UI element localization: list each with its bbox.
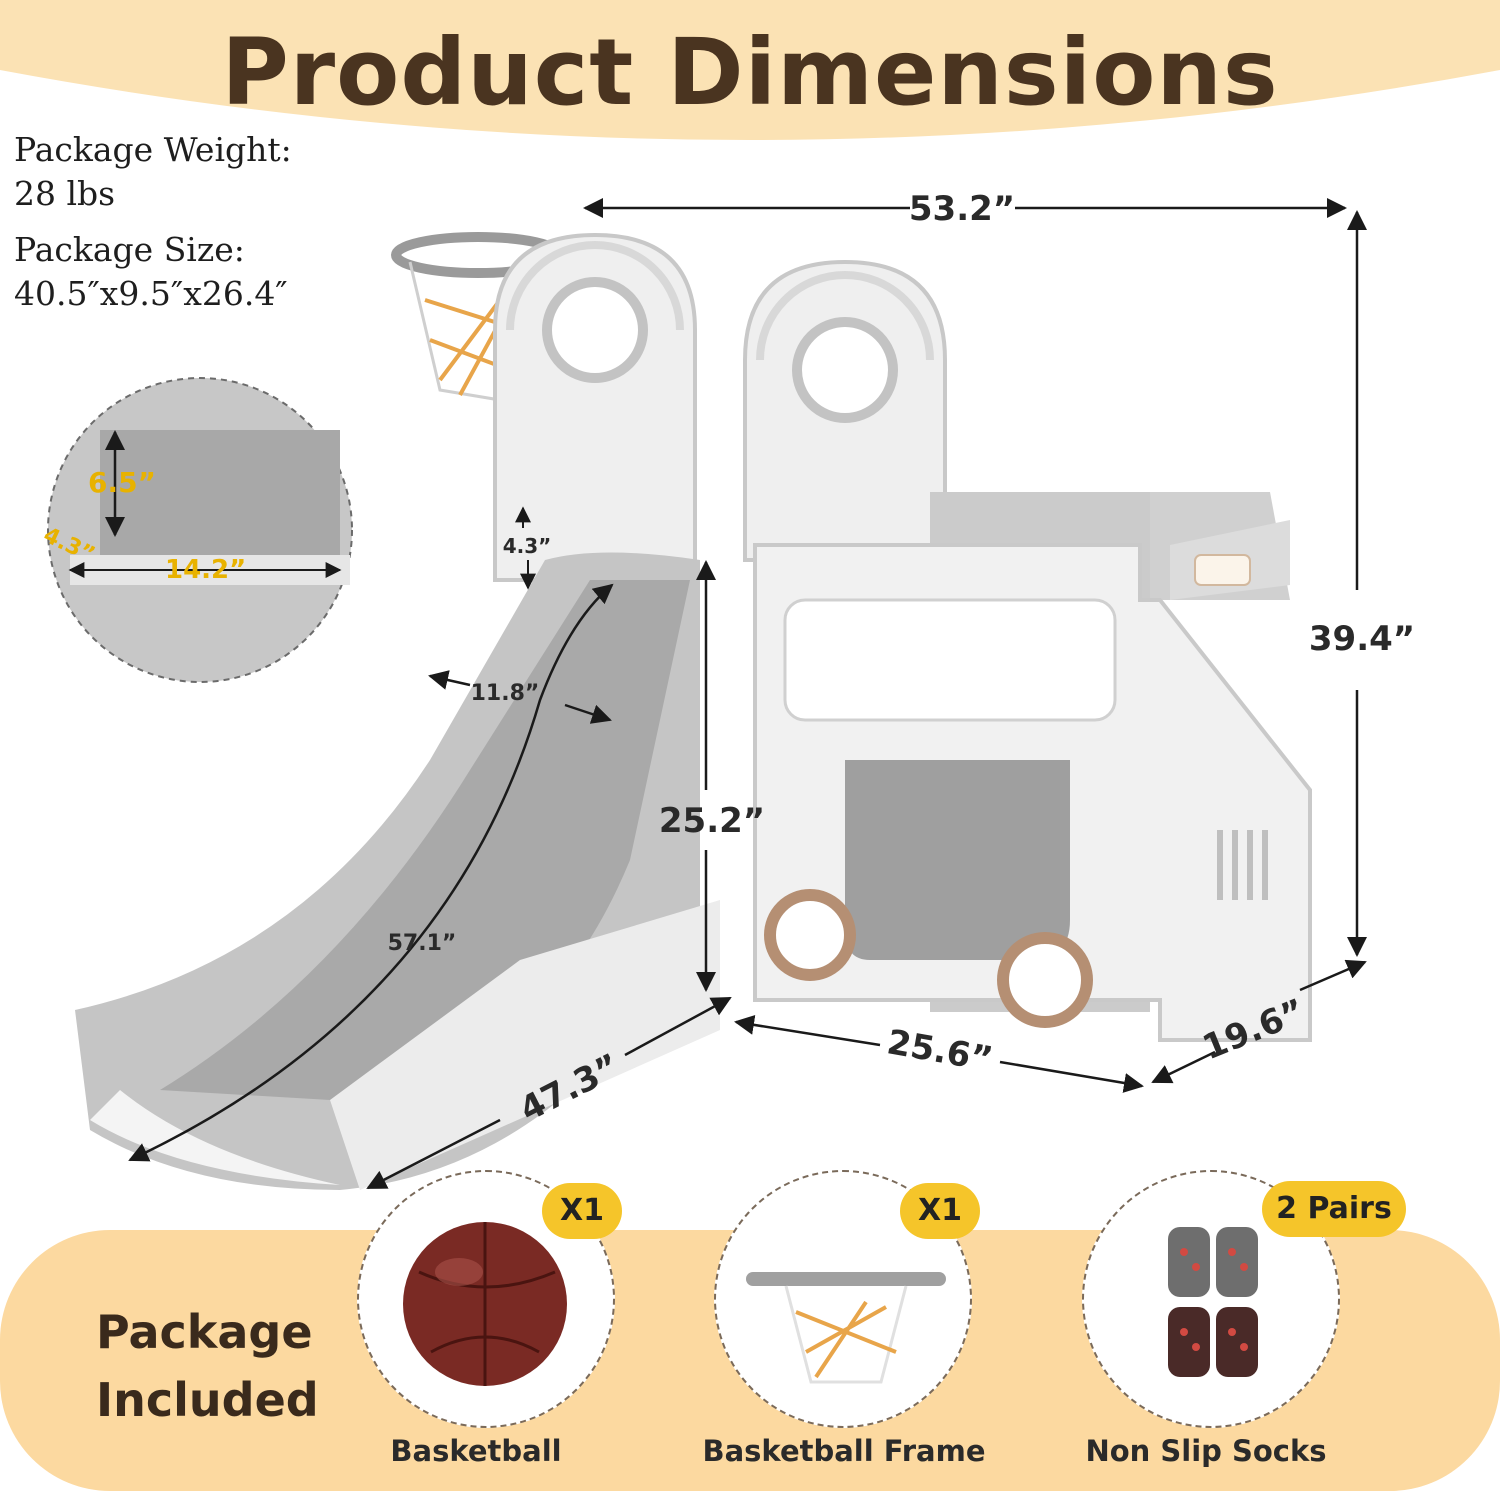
product-illustration: 6.5” 4.3” 14.2” 53.2” 39.4” 25.2” 25.6” … [39,189,1415,1190]
slide-length-label: 57.1” [388,931,457,956]
platform-height-label: 25.2” [659,801,765,841]
slide-tower [493,232,697,582]
slide-width-label: 11.8” [471,681,540,706]
bus-length-label: 25.6” [884,1022,996,1080]
bus-body [753,492,1312,1042]
step-width-label: 14.2” [165,555,246,585]
frame-qty-badge: X1 [900,1183,980,1239]
package-included-heading: Package Included [96,1298,319,1434]
total-length-label: 53.2” [909,189,1015,229]
step-height-label: 6.5” [88,466,156,499]
basketball-frame-label: Basketball Frame [702,1434,986,1468]
package-weight-value: 28 lbs [14,174,116,213]
package-weight-label: Package Weight: [14,130,292,169]
socks-qty-badge: 2 Pairs [1262,1181,1406,1237]
socks-label: Non Slip Socks [1085,1434,1327,1468]
package-heading-line2: Included [96,1373,319,1427]
basketball-qty-badge: X1 [542,1183,622,1239]
step-detail-inset: 6.5” 4.3” 14.2” [39,377,353,683]
item-basketball [357,1170,615,1428]
package-info: Package Weight: 28 lbs Package Size: 40.… [14,128,292,316]
page-title: Product Dimensions [221,19,1279,126]
header-band [0,0,1500,140]
total-height-label: 39.4” [1309,619,1415,659]
basketball-label: Basketball [390,1434,562,1468]
basketball-hoop-icon [746,1272,946,1384]
socks-icon [1168,1227,1258,1377]
package-size-label: Package Size: [14,230,245,269]
bus-tower [743,259,947,562]
slide-side-height-label: 4.3” [503,534,552,558]
basketball-icon [403,1222,567,1386]
package-size-value: 40.5″x9.5″x26.4″ [14,274,288,313]
package-heading-line1: Package [96,1305,313,1359]
